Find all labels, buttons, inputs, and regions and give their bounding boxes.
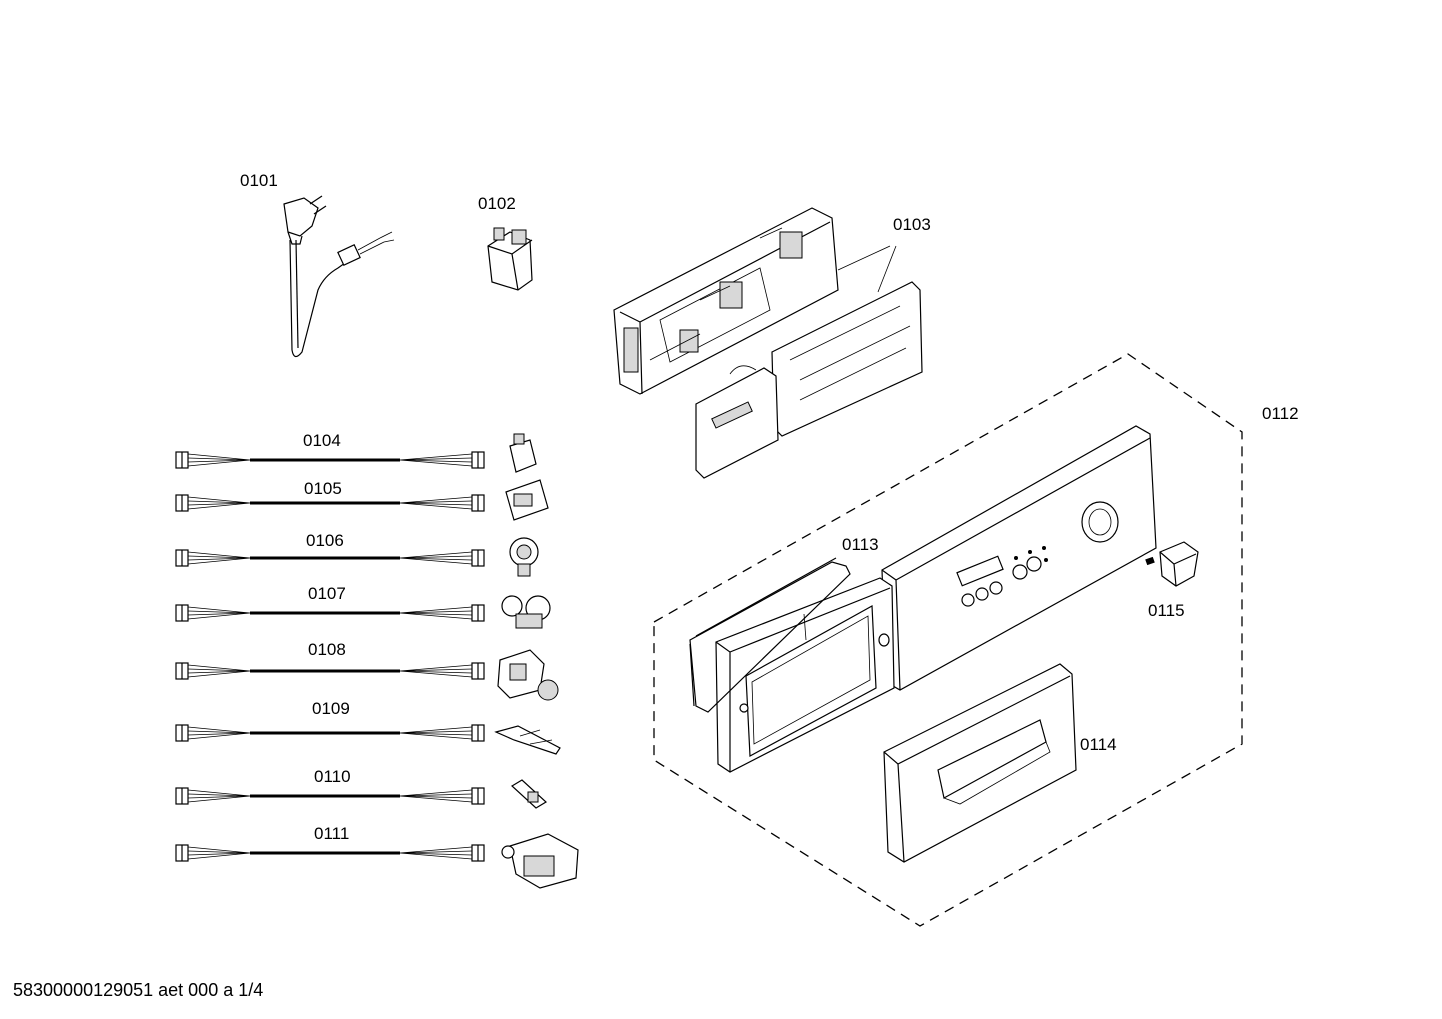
label-0106: 0106	[306, 531, 344, 550]
harness-0109	[175, 724, 561, 755]
harness-0107	[175, 595, 551, 629]
label-0109: 0109	[312, 699, 350, 718]
harness-0110	[175, 779, 547, 809]
part-0112-panel-assembly-boundary	[653, 353, 1243, 927]
part-0114-drawer-handle	[883, 663, 1077, 863]
part-0103-control-module	[613, 207, 923, 479]
harness-0111	[175, 833, 579, 889]
label-0112: 0112	[1262, 404, 1299, 423]
wire-harness-rows	[175, 433, 579, 889]
harness-0106	[175, 537, 539, 577]
label-0104: 0104	[303, 431, 341, 450]
drawing-reference-footer: 58300000129051 aet 000 a 1/4	[13, 980, 264, 1000]
label-0107: 0107	[308, 584, 346, 603]
label-0101: 0101	[240, 171, 278, 190]
harness-0108	[175, 649, 559, 701]
label-0110: 0110	[314, 767, 351, 786]
harness-0104	[175, 433, 537, 473]
harness-0105	[175, 479, 549, 521]
label-0113: 0113	[842, 535, 879, 554]
part-0113-control-panel	[689, 425, 1157, 773]
part-0101-power-cord	[283, 195, 395, 358]
part-0115-selector-knob	[1145, 541, 1199, 587]
label-0111: 0111	[314, 824, 349, 843]
part-0102-capacitor	[487, 227, 533, 291]
label-0114: 0114	[1080, 735, 1117, 754]
label-0115: 0115	[1148, 601, 1185, 620]
label-0102: 0102	[478, 194, 516, 213]
label-0108: 0108	[308, 640, 346, 659]
label-0103: 0103	[893, 215, 931, 234]
label-0105: 0105	[304, 479, 342, 498]
